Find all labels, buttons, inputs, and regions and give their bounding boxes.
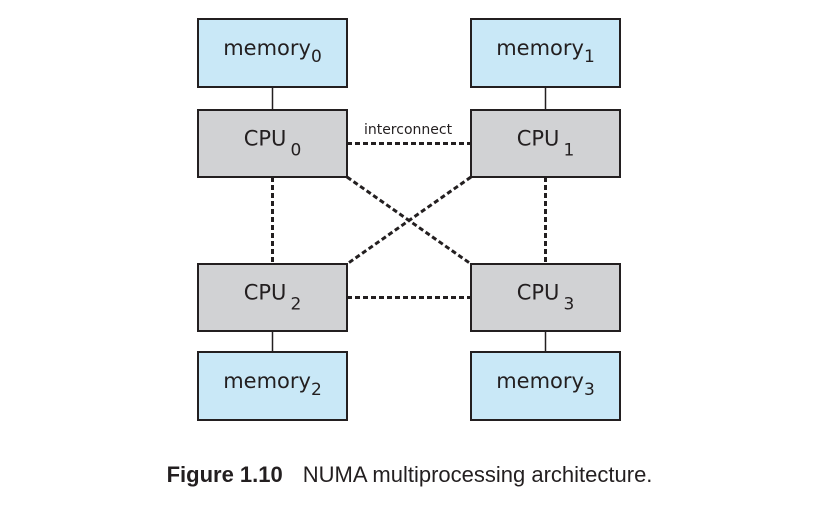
figure-number: Figure 1.10: [166, 462, 283, 487]
memory-label: memory3: [496, 369, 595, 400]
memory-label: memory2: [223, 369, 322, 400]
interconnect-label: interconnect: [364, 122, 453, 138]
memory-label-subscript: 2: [311, 380, 322, 400]
cpu-label-text: CPU: [517, 281, 560, 305]
cpu-label-text: CPU: [517, 127, 560, 151]
memory-node-0: memory0: [197, 18, 348, 88]
memory-label: memory0: [223, 36, 322, 67]
memory-label-text: memory: [496, 36, 584, 60]
memory-node-2: memory2: [197, 351, 348, 421]
figure-caption: Figure 1.10 NUMA multiprocessing architec…: [0, 462, 819, 488]
memory-label-subscript: 0: [311, 47, 322, 67]
memory-label-subscript: 3: [584, 380, 595, 400]
cpu-label-subscript: 2: [290, 295, 301, 315]
memory-box: [470, 18, 621, 88]
cpu-label-subscript: 3: [563, 295, 574, 315]
memory-box: [197, 351, 348, 421]
cpu-box: [197, 263, 348, 332]
cpu-box: [470, 263, 621, 332]
memory-label-text: memory: [223, 36, 311, 60]
memory-box: [197, 18, 348, 88]
memory-label-text: memory: [496, 369, 584, 393]
memory-label-subscript: 1: [584, 47, 595, 67]
memory-label: memory1: [496, 36, 595, 67]
cpu-box: [470, 109, 621, 178]
cpu-box: [197, 109, 348, 178]
memory-node-3: memory3: [470, 351, 621, 421]
cpu-label-subscript: 1: [563, 141, 574, 161]
cpu-label-text: CPU: [244, 127, 287, 151]
figure-caption-text: NUMA multiprocessing architecture.: [302, 462, 653, 487]
interconnect-link-cpu1-cpu2: [346, 175, 472, 266]
memory-box: [470, 351, 621, 421]
memory-node-1: memory1: [470, 18, 621, 88]
memory-label-text: memory: [223, 369, 311, 393]
cpu-label-subscript: 0: [290, 141, 301, 161]
cpu-label-text: CPU: [244, 281, 287, 305]
